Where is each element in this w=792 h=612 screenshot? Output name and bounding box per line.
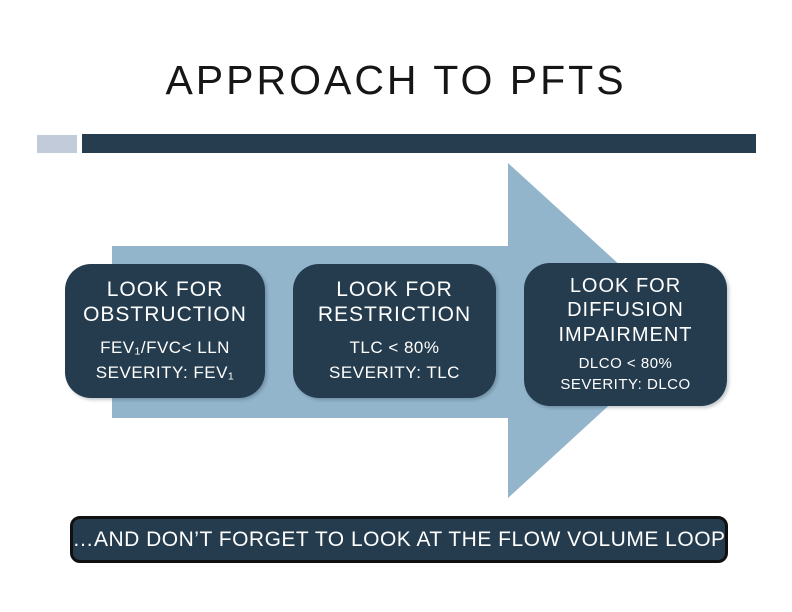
accent-bar: [82, 134, 756, 153]
box-diffusion-impairment-severity: SEVERITY: DLCO: [560, 376, 691, 394]
box-diffusion-impairment-criteria: DLCO < 80%: [578, 355, 673, 373]
box-obstruction-criteria: FEV₁/FVC< LLN: [100, 337, 230, 357]
box-obstruction-title: LOOK FOR OBSTRUCTION: [83, 277, 247, 327]
box-restriction-severity: SEVERITY: TLC: [329, 362, 460, 382]
slide-title: APPROACH TO PFTS: [165, 57, 627, 103]
box-obstruction: LOOK FOR OBSTRUCTION FEV₁/FVC< LLN SEVER…: [65, 264, 265, 398]
box-restriction: LOOK FOR RESTRICTION TLC < 80% SEVERITY:…: [293, 264, 496, 398]
box-obstruction-severity: SEVERITY: FEV₁: [95, 362, 235, 382]
box-diffusion-impairment: LOOK FOR DIFFUSION IMPAIRMENT DLCO < 80%…: [524, 263, 727, 406]
box-diffusion-impairment-title: LOOK FOR DIFFUSION IMPAIRMENT: [558, 274, 693, 346]
box-restriction-criteria: TLC < 80%: [349, 337, 440, 357]
accent-square: [37, 135, 77, 153]
box-restriction-title: LOOK FOR RESTRICTION: [317, 277, 472, 327]
footer-banner-text: …AND DON’T FORGET TO LOOK AT THE FLOW VO…: [72, 527, 726, 551]
footer-banner: …AND DON’T FORGET TO LOOK AT THE FLOW VO…: [70, 516, 728, 563]
